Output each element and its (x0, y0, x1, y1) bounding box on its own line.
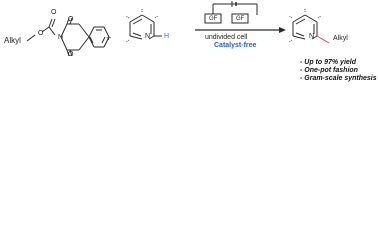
product-double-1 (295, 18, 306, 25)
product-bond-1 (292, 14, 306, 23)
pyridine-dash-4 (125, 39, 130, 43)
product-alkyl-bond (316, 35, 330, 44)
oxygen-label-phthalimide-top: O (68, 16, 74, 23)
benefit-item: - Gram-scale synthesis (300, 75, 377, 82)
electrode-label-right: GF (236, 16, 245, 22)
pyridine-bond-4 (148, 35, 155, 40)
reaction-graphics (26, 1, 330, 57)
phthalimide-bond-5 (78, 23, 90, 38)
carbonyl-single-bond (48, 18, 53, 28)
reaction-scheme: Alkyl O O O N O + N H GF GF undivided ce… (0, 0, 378, 92)
carbonyl-double-bond (51, 18, 56, 28)
phthalimide-carbonyl-top-double (69, 17, 73, 25)
electrode-box-left (204, 13, 222, 24)
product-bond-4 (311, 35, 318, 40)
benefit-item: - Up to 97% yield (300, 59, 357, 66)
benzene-double-3 (89, 36, 94, 44)
product-bond-2 (304, 14, 318, 23)
nitrogen-label-product: N (309, 33, 315, 40)
pyridine-dash-1 (125, 15, 130, 19)
phthalimide-carbonyl-top (66, 17, 70, 25)
pyridine-double-1 (132, 18, 143, 25)
benzene-bond-6 (88, 36, 95, 48)
benefits-list: - Up to 97% yield - One-pot fashion - Gr… (300, 59, 377, 83)
benefit-item: - One-pot fashion (300, 67, 358, 74)
benzene-double-2 (101, 36, 106, 44)
ester-bond-2 (48, 26, 56, 36)
reaction-arrow-head (279, 27, 286, 33)
nitrogen-label-phthalimide: N (58, 34, 64, 41)
oxygen-label-ester-top: O (51, 9, 57, 16)
alkyl-bond (26, 34, 36, 42)
plus-sign: + (106, 33, 112, 43)
ester-bond-1 (41, 26, 50, 33)
electrode-label-left: GF (209, 16, 218, 22)
phthalimide-carbonyl-bottom-double (69, 49, 73, 57)
pyridine-bond-1 (129, 14, 143, 23)
pyridine-bond-2 (141, 14, 155, 23)
hydrogen-label: H (164, 33, 170, 40)
product-dash-1 (288, 15, 293, 19)
alkyl-label-left: Alkyl (4, 36, 21, 45)
phthalimide-bond-2 (60, 36, 68, 51)
phthalimide-bond-1 (60, 23, 68, 38)
pyridine-double-3 (132, 32, 142, 37)
alkyl-label-product: Alkyl (333, 35, 348, 42)
benzene-bond-1 (88, 26, 95, 38)
benzene-bond-4 (103, 36, 110, 48)
reaction-condition-cell: undivided cell (205, 34, 248, 41)
phthalimide-bond-6 (78, 36, 90, 51)
pyridine-bond-5 (129, 35, 143, 40)
reaction-condition-catalyst: Catalyst-free (214, 42, 257, 49)
nitrogen-label-pyridine: N (145, 33, 151, 40)
phthalimide-carbonyl-bottom (66, 49, 70, 57)
electrode-box-right (231, 13, 249, 24)
product-bond-5 (292, 35, 306, 40)
product-dash-3 (317, 15, 322, 19)
oxygen-label-ester-left: O (38, 30, 44, 37)
pyridine-dash-3 (154, 15, 159, 19)
benzene-bond-3 (103, 26, 110, 38)
oxygen-label-phthalimide-bottom: O (68, 51, 74, 58)
product-dash-4 (288, 39, 293, 43)
product-double-3 (295, 32, 305, 37)
